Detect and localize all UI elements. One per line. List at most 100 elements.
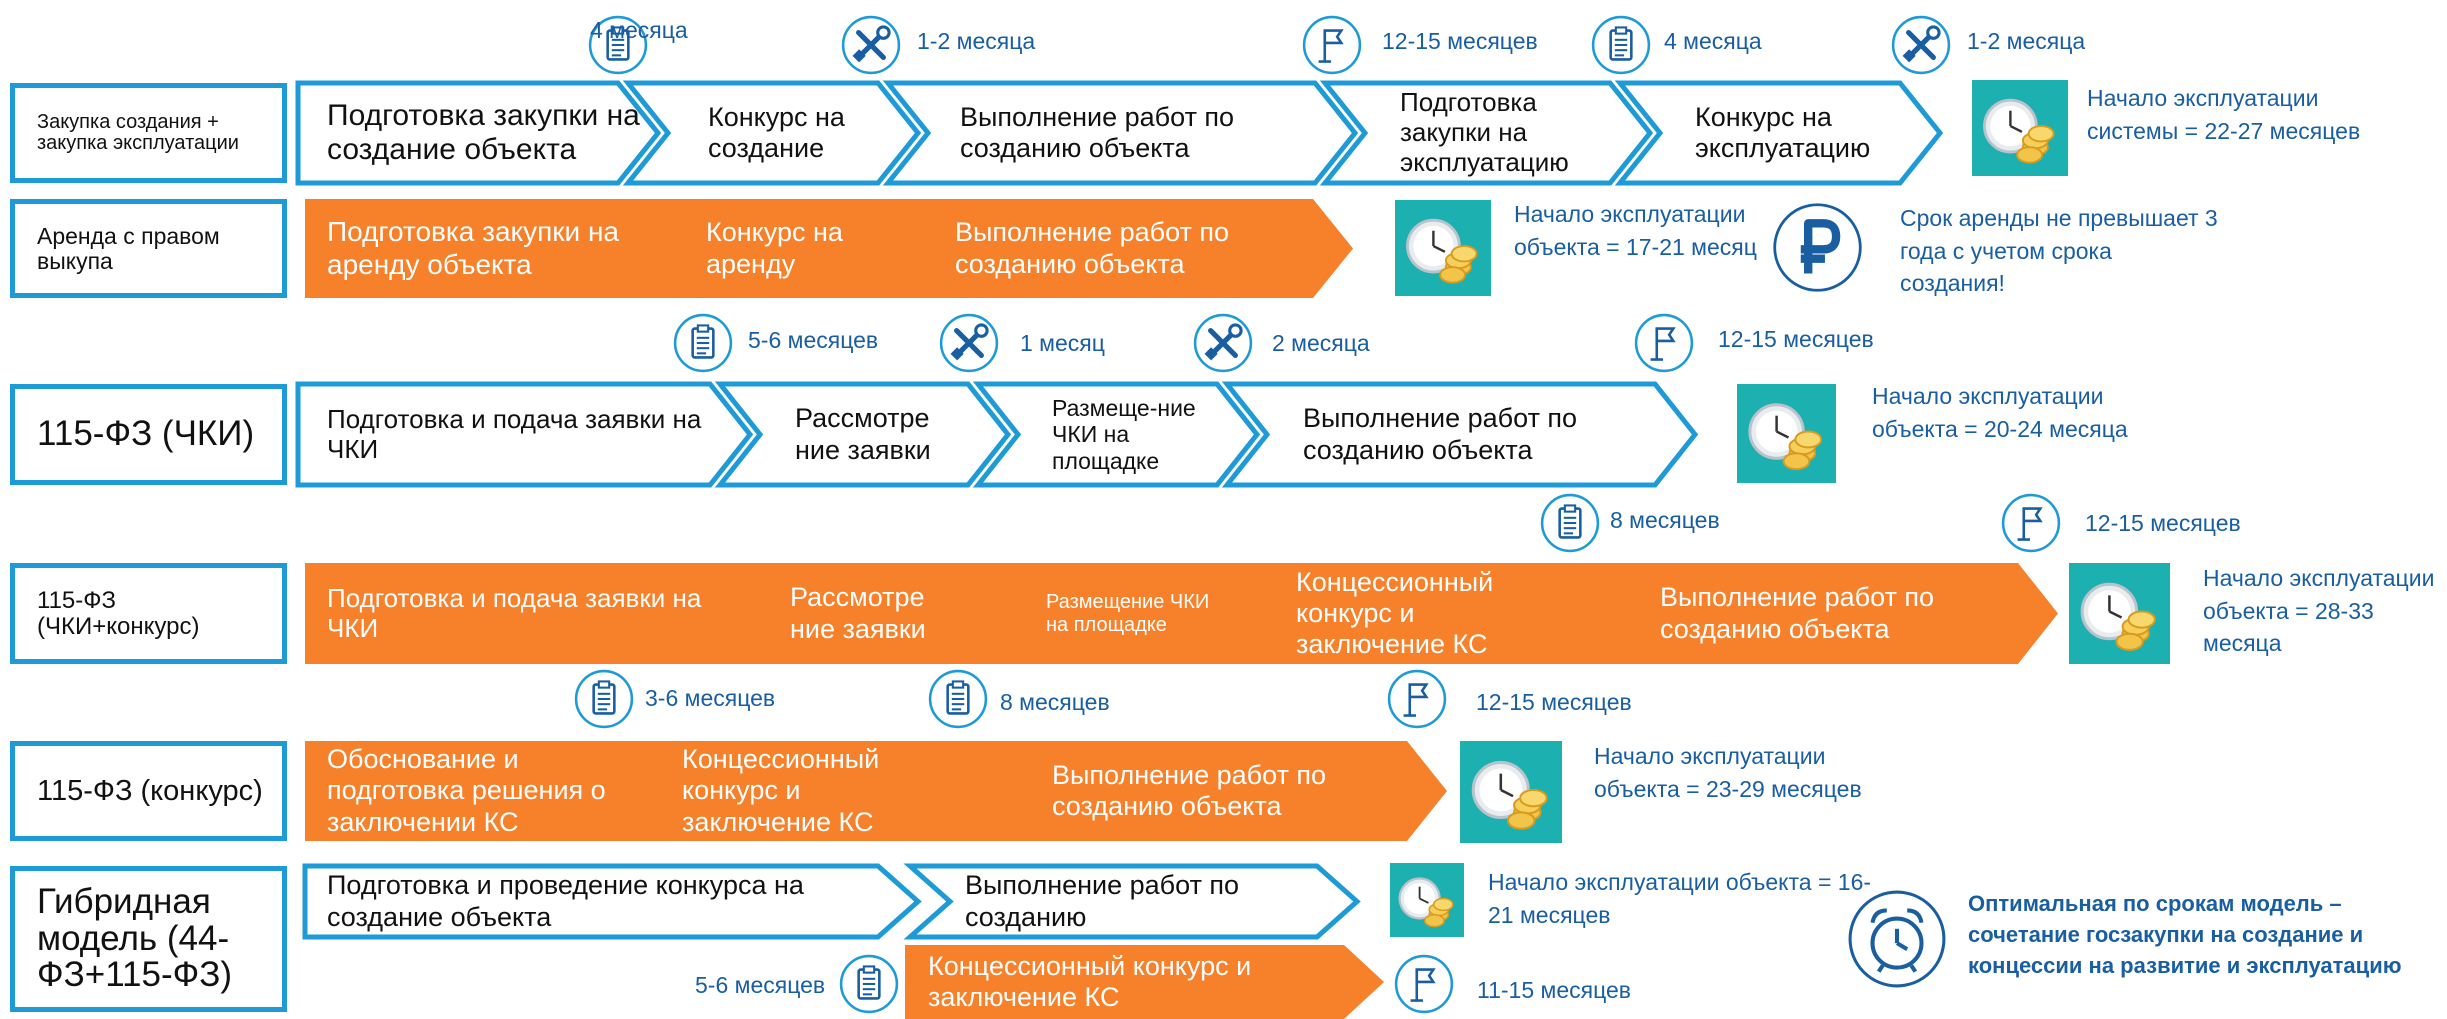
step-label-5-2: Концессионный конкурс и заключение КС: [928, 950, 1252, 1012]
step-arrow-2-0: [295, 381, 754, 488]
step-arrow-1-0: [305, 199, 674, 298]
flag-icon: [1393, 953, 1455, 1015]
step-arrow-3-2: [958, 563, 1244, 664]
result-text-4: Начало эксплуатации объекта = 23-29 меся…: [1594, 743, 1862, 802]
tools-icon: [1890, 14, 1952, 76]
step-arrow-5-1: [903, 863, 1361, 940]
step-label-3-2: Размещение ЧКИ на площадке: [1046, 590, 1210, 636]
step-arrow-1-2: [873, 199, 1353, 298]
step-label-3-4: Выполнение работ по созданию объекта: [1660, 582, 1935, 644]
step-label-5-0: Подготовка и проведение конкурса на созд…: [327, 870, 804, 932]
row-label-5: Гибридная модель (44-ФЗ+115-ФЗ): [10, 866, 287, 1012]
step-arrow-5-2: [905, 945, 1384, 1019]
step-label-3-1: Рассмотре ние заявки: [790, 582, 926, 644]
duration-label-4-2: 12-15 месяцев: [1476, 689, 1632, 715]
tools-icon: [1192, 312, 1254, 374]
duration-label-0-1: 1-2 месяца: [917, 28, 1036, 54]
step-label-1-2: Выполнение работ по созданию объекта: [955, 217, 1230, 279]
flag-icon: [1386, 668, 1448, 730]
step-arrow-4-1: [607, 741, 1030, 841]
row-label-4: 115-ФЗ (конкурс): [10, 741, 287, 841]
clock-coins-icon: [1972, 80, 2068, 176]
ruble-icon: [1771, 201, 1864, 294]
clipboard-icon: [927, 668, 989, 730]
step-label-0-4: Конкурс на эксплуатацию: [1695, 101, 1871, 163]
flag-icon: [1633, 312, 1695, 374]
alarm-clock-icon: [1846, 888, 1948, 990]
step-label-4-2: Выполнение работ по созданию объекта: [1052, 759, 1327, 821]
step-arrow-0-4: [1614, 80, 1944, 186]
step-label-2-2: Размеще-ние ЧКИ на площадке: [1052, 394, 1196, 474]
step-label-1-1: Конкурс на аренду: [706, 217, 843, 279]
step-arrow-1-1: [629, 199, 914, 298]
step-label-0-0: Подготовка закупки на создание объекта: [327, 98, 640, 167]
step-arrow-2-3: [1221, 381, 1699, 488]
duration-label-4-0: 3-6 месяцев: [645, 685, 776, 711]
clipboard-icon: [573, 668, 635, 730]
step-arrow-3-0: [305, 563, 737, 664]
step-label-4-1: Концессионный конкурс и заключение КС: [682, 744, 880, 837]
clock-coins-icon: [2069, 563, 2170, 664]
duration-label-2-3: 12-15 месяцев: [1718, 326, 1874, 352]
step-arrow-0-3: [1319, 80, 1654, 186]
step-label-3-3: Концессионный конкурс и заключение КС: [1296, 566, 1494, 660]
clock-coins-icon: [1460, 741, 1562, 843]
clock-coins-icon: [1390, 863, 1464, 937]
tools-icon: [938, 312, 1000, 374]
step-label-0-2: Выполнение работ по созданию объекта: [960, 101, 1235, 163]
step-label-4-0: Обоснование и подготовка решения о заклю…: [327, 744, 606, 837]
step-arrow-4-0: [305, 741, 669, 841]
duration-label-0-4: 1-2 месяца: [1967, 28, 2086, 54]
step-label-2-3: Выполнение работ по созданию объекта: [1303, 403, 1578, 465]
duration-label-5-0: 5-6 месяцев: [695, 972, 826, 998]
clipboard-icon: [1590, 14, 1652, 76]
step-label-1-0: Подготовка закупки на аренду объекта: [327, 216, 619, 280]
step-arrow-2-2: [972, 381, 1261, 488]
tools-icon: [840, 14, 902, 76]
duration-label-2-0: 5-6 месяцев: [748, 327, 879, 353]
step-arrow-3-4: [1577, 563, 2058, 664]
duration-label-3-0: 8 месяцев: [1610, 507, 1720, 533]
step-arrow-3-3: [1199, 563, 1622, 664]
result-text-1: Начало эксплуатации объекта = 17-21 меся…: [1514, 201, 1757, 260]
clipboard-icon: [672, 312, 734, 374]
result-text-3: Начало эксплуатации объекта = 28-33 меся…: [2203, 565, 2435, 657]
step-arrow-5-0: [302, 863, 922, 940]
flag-icon: [2000, 492, 2062, 554]
clock-coins-icon: [1395, 200, 1491, 296]
result-text-2: Начало эксплуатации объекта = 20-24 меся…: [1872, 383, 2128, 442]
row-label-0: Закупка создания + закупка эксплуатации: [10, 83, 287, 183]
row-label-3: 115-ФЗ (ЧКИ+конкурс): [10, 563, 287, 664]
result-text-5: Начало эксплуатации объекта = 16-21 меся…: [1488, 869, 1872, 928]
step-label-2-0: Подготовка и подача заявки на ЧКИ: [327, 403, 702, 464]
step-arrow-0-2: [882, 80, 1359, 186]
duration-label-3-1: 12-15 месяцев: [2085, 510, 2241, 536]
step-arrow-0-1: [622, 80, 922, 186]
step-label-5-1: Выполнение работ по созданию: [965, 870, 1240, 932]
step-arrow-4-2: [967, 741, 1447, 841]
row-label-1: Аренда с правом выкупа: [10, 199, 287, 298]
duration-label-0-0: 4 месяца: [590, 17, 688, 43]
duration-label-2-2: 2 месяца: [1272, 330, 1370, 356]
row-label-2: 115-ФЗ (ЧКИ): [10, 384, 287, 485]
clipboard-icon: [587, 14, 649, 76]
step-label-0-1: Конкурс на создание: [708, 101, 845, 163]
step-label-2-1: Рассмотре ние заявки: [795, 403, 931, 465]
step-label-0-3: Подготовка закупки на эксплуатацию: [1400, 87, 1569, 177]
duration-label-0-3: 4 месяца: [1664, 28, 1762, 54]
step-label-3-0: Подготовка и подача заявки на ЧКИ: [327, 582, 702, 643]
conclusion-text: Оптимальная по срокам модель – сочетание…: [1968, 891, 2402, 979]
result-text-0: Начало эксплуатации системы = 22-27 меся…: [2087, 85, 2361, 144]
clock-coins-icon: [1737, 384, 1836, 483]
flag-icon: [1301, 14, 1363, 76]
duration-label-0-2: 12-15 месяцев: [1382, 28, 1538, 54]
step-arrow-2-1: [714, 381, 1012, 488]
step-arrow-3-1: [692, 563, 1003, 664]
duration-label-4-1: 8 месяцев: [1000, 689, 1110, 715]
lease-note: Срок аренды не превышает 3 года с учетом…: [1900, 205, 2218, 297]
duration-label-5-1: 11-15 месяцев: [1477, 977, 1631, 1003]
duration-label-2-1: 1 месяц: [1020, 330, 1105, 356]
step-arrow-0-0: [295, 80, 662, 186]
